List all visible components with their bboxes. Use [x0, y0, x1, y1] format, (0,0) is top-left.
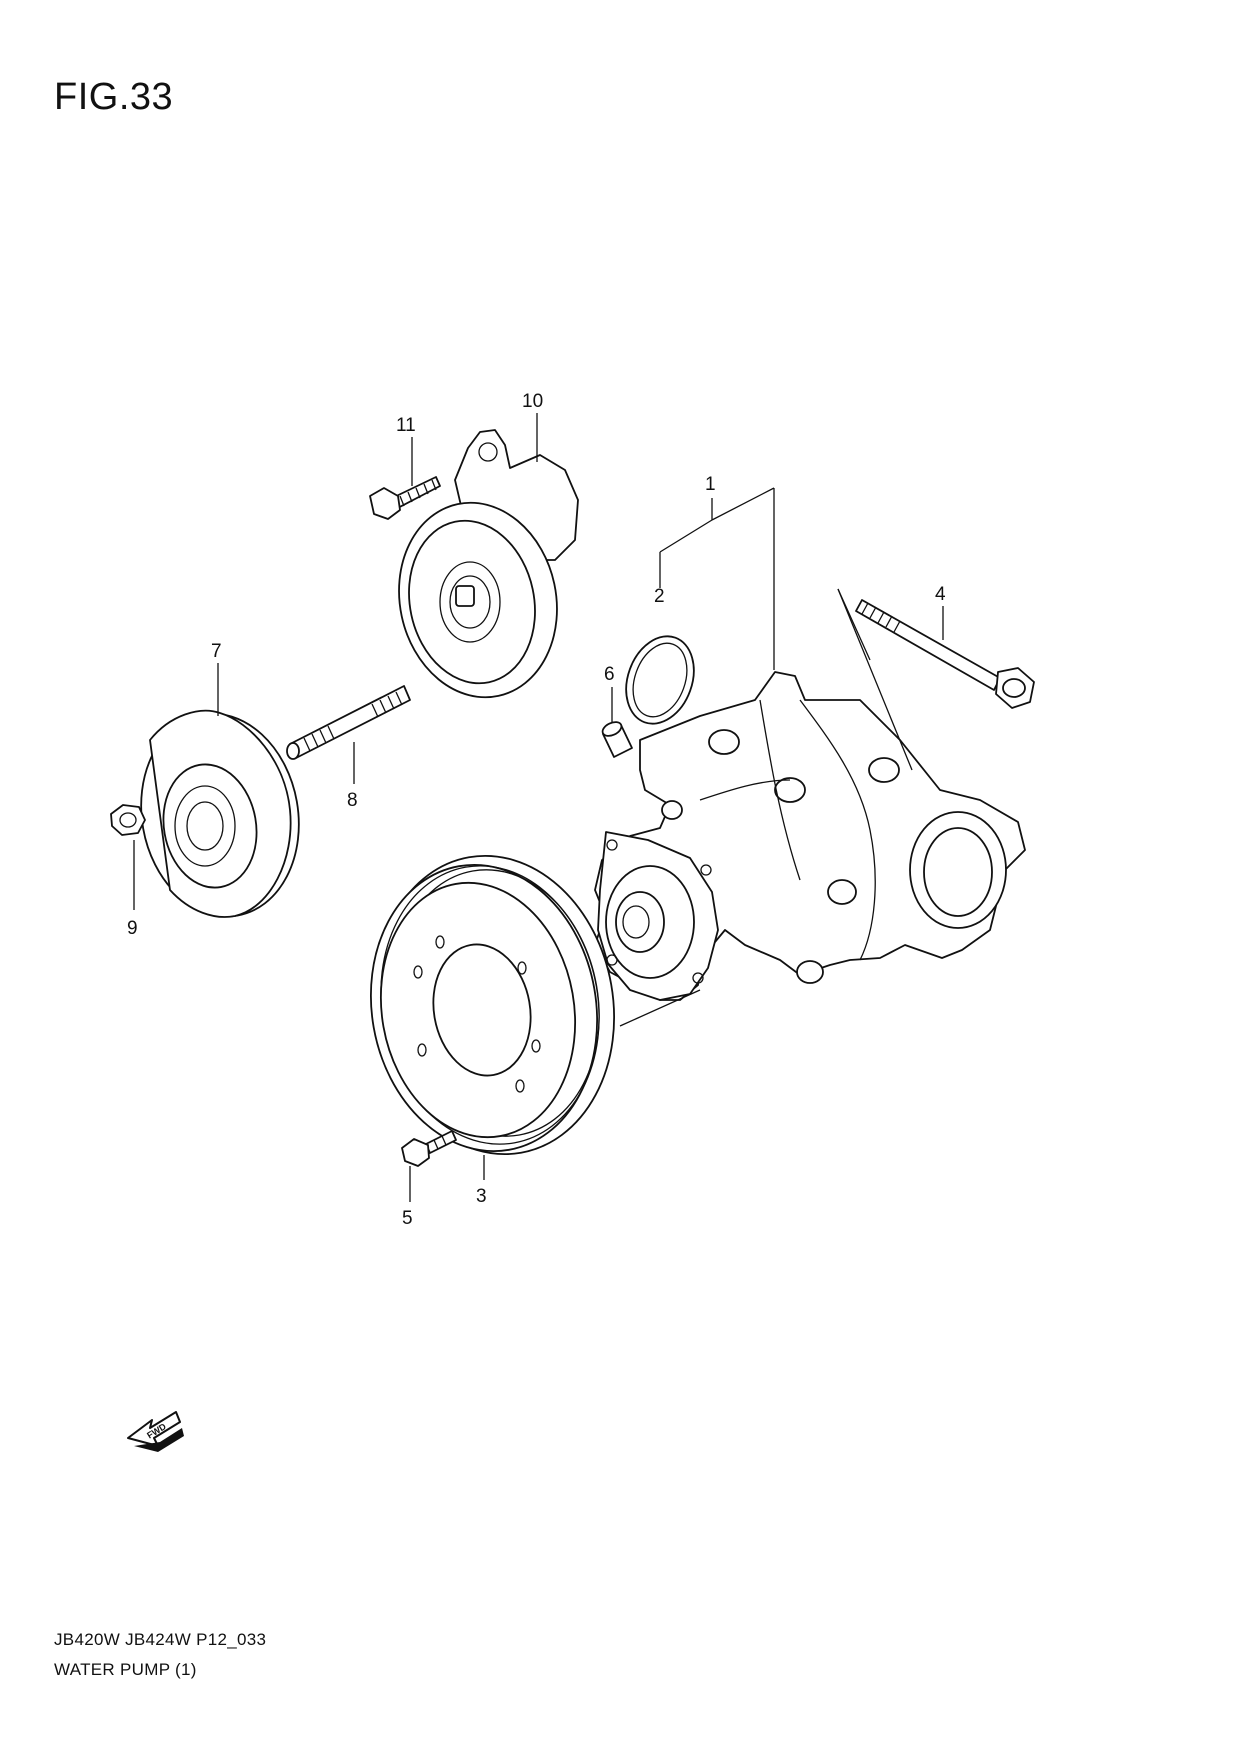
model-code: JB420W JB424W P12_033	[54, 1630, 267, 1649]
o-ring-gasket	[625, 635, 695, 725]
water-pump-body	[594, 671, 1026, 1001]
callout-labels: 1 2 3 4 5 6 7 8 9 10 11	[127, 391, 946, 1229]
bolt-11	[369, 476, 441, 520]
idler-pulley-assembly	[398, 429, 579, 699]
long-bolt	[855, 599, 1035, 709]
callout-4: 4	[935, 584, 946, 605]
callout-1: 1	[705, 474, 716, 495]
diagram-part-name: WATER PUMP (1)	[54, 1660, 197, 1679]
callout-7: 7	[211, 641, 222, 662]
nut	[110, 804, 146, 836]
callout-3: 3	[476, 1186, 487, 1207]
callout-11: 11	[396, 415, 416, 436]
idler-pulley-7	[140, 709, 300, 918]
stud	[286, 685, 411, 760]
leader-lines	[133, 413, 944, 1202]
figure-title: FIG.33	[54, 76, 174, 118]
bolt-5	[401, 1130, 457, 1167]
callout-9: 9	[127, 918, 138, 939]
callout-2: 2	[654, 586, 665, 607]
callout-10: 10	[522, 391, 543, 412]
forward-direction-arrow-icon: FWD	[127, 1411, 184, 1452]
pump-pulley	[370, 854, 701, 1156]
callout-6: 6	[604, 664, 615, 685]
callout-5: 5	[402, 1208, 413, 1229]
callout-8: 8	[347, 790, 358, 811]
dowel-pin	[601, 721, 633, 758]
